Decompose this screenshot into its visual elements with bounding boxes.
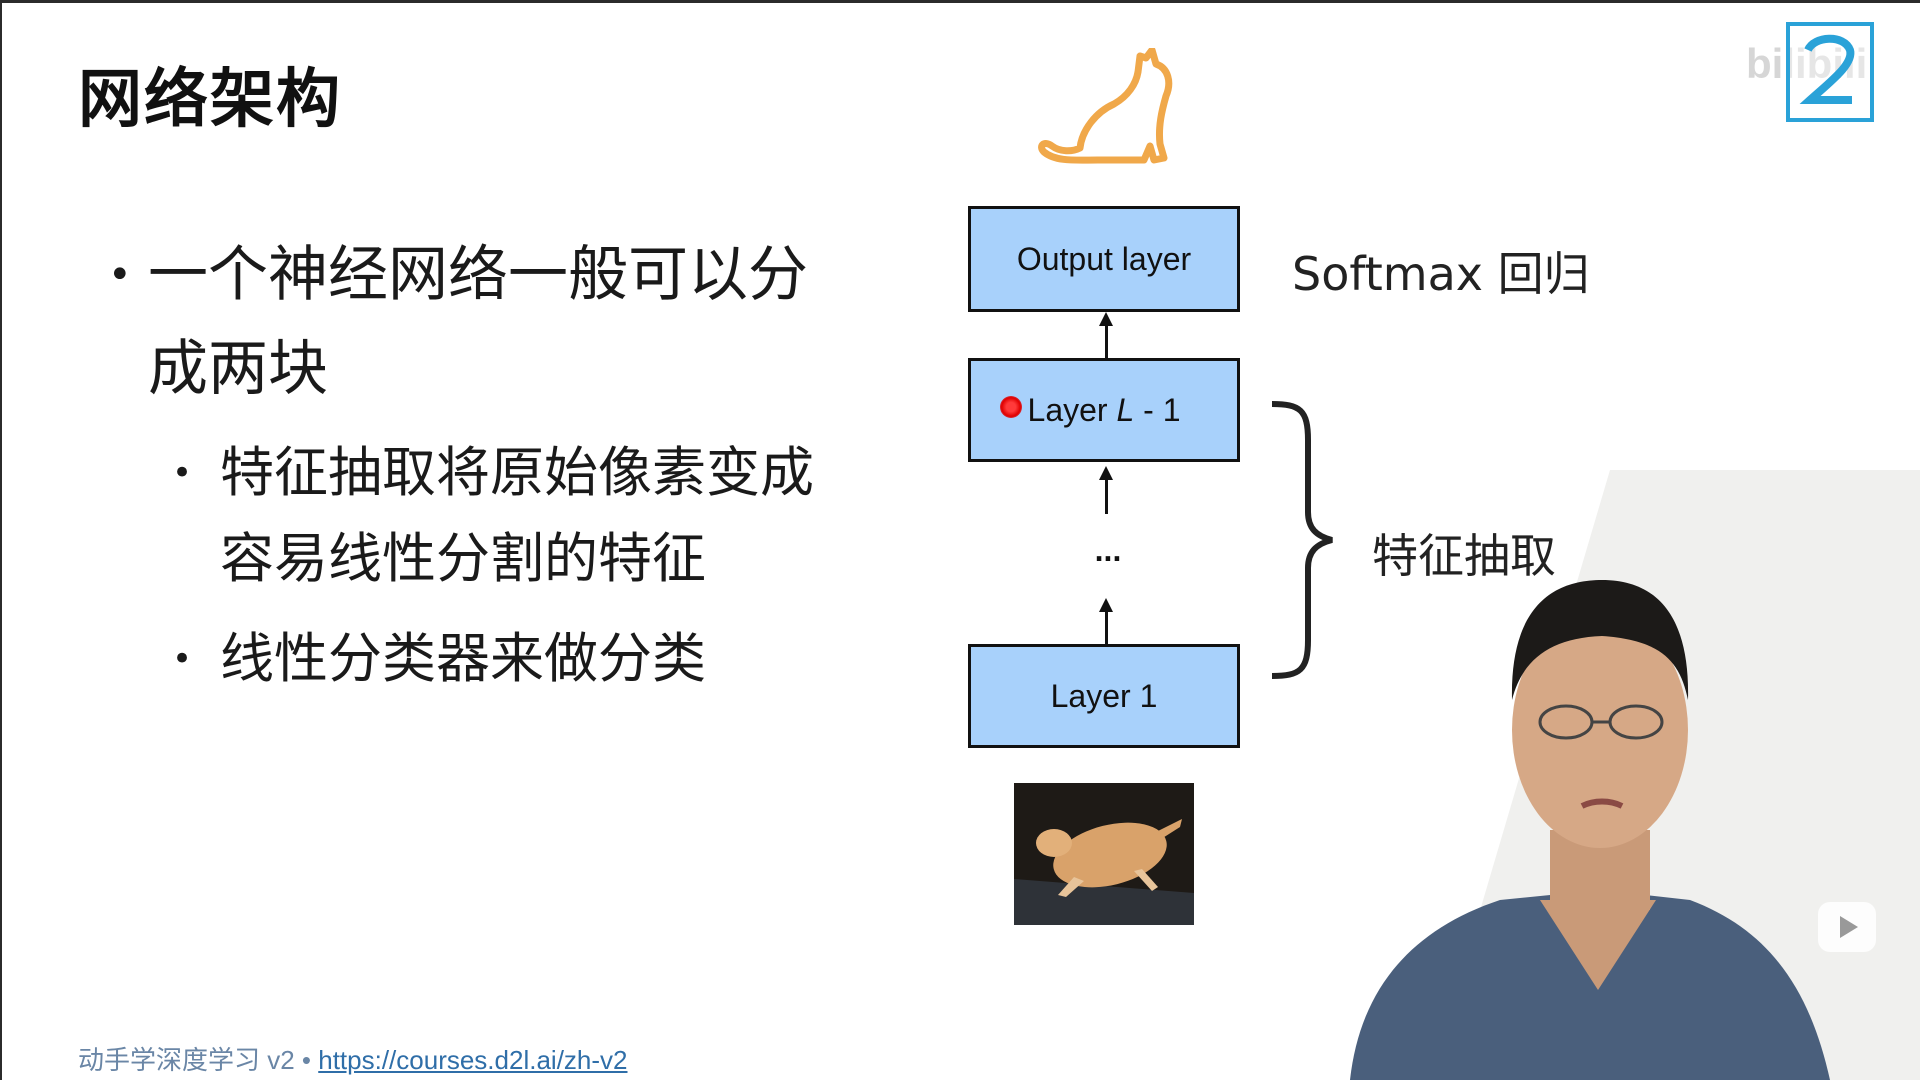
layer-l-minus-1-label: Layer L - 1 bbox=[1027, 391, 1181, 428]
frame-border-left bbox=[0, 0, 2, 1080]
bullet-level2: • 线性分类器来做分类 bbox=[168, 616, 820, 702]
feature-extraction-label: 特征抽取 bbox=[1372, 529, 1556, 583]
arrow-up-icon bbox=[1099, 598, 1113, 612]
arrow-up-icon bbox=[1099, 312, 1113, 326]
bullet-level2: • 特征抽取将原始像素变成容易线性分割的特征 bbox=[168, 430, 820, 602]
play-glyph-icon bbox=[1840, 916, 1858, 938]
presenter-image bbox=[1350, 470, 1920, 1080]
slide-title: 网络架构 bbox=[78, 63, 342, 137]
cat-photo-image bbox=[1014, 783, 1194, 925]
bullet-dot-icon: • bbox=[108, 252, 132, 298]
cat-outline-icon bbox=[1038, 48, 1173, 164]
bullet-dot-icon: • bbox=[172, 453, 193, 493]
softmax-label: Softmax 回归 bbox=[1292, 247, 1590, 301]
bullet-dot-icon: • bbox=[172, 639, 193, 679]
layers-ellipsis: ... bbox=[1094, 532, 1122, 568]
footer-link[interactable]: https://courses.d2l.ai/zh-v2 bbox=[318, 1045, 628, 1075]
bullet-list: • 一个神经网络一般可以分成两块 • 特征抽取将原始像素变成容易线性分割的特征 … bbox=[100, 228, 820, 702]
layer-1-label: Layer 1 bbox=[1050, 677, 1158, 714]
frame-border-top bbox=[0, 0, 1920, 3]
bilibili-logo-glyph bbox=[1799, 34, 1855, 104]
footer-course: 动手学深度学习 v2 • bbox=[78, 1045, 319, 1075]
output-layer-label: Output layer bbox=[1016, 240, 1192, 277]
arrow-line bbox=[1105, 610, 1108, 644]
laser-pointer bbox=[1000, 396, 1022, 418]
input-cat-photo bbox=[1014, 783, 1194, 925]
output-layer-box: Output layer bbox=[968, 206, 1240, 312]
arrow-line bbox=[1105, 324, 1108, 358]
bilibili-logo-icon bbox=[1786, 22, 1874, 122]
bullet-text: 特征抽取将原始像素变成容易线性分割的特征 bbox=[220, 441, 814, 590]
footer: 动手学深度学习 v2 • https://courses.d2l.ai/zh-v… bbox=[78, 1040, 628, 1077]
bullet-text: 线性分类器来做分类 bbox=[220, 627, 706, 690]
layer-1-box: Layer 1 bbox=[968, 644, 1240, 748]
right-brace-icon bbox=[1271, 401, 1333, 679]
play-icon[interactable] bbox=[1818, 902, 1876, 952]
bullet-text: 一个神经网络一般可以分成两块 bbox=[148, 240, 808, 404]
arrow-line bbox=[1105, 478, 1108, 514]
bullet-level1: • 一个神经网络一般可以分成两块 bbox=[100, 228, 820, 416]
arrow-up-icon bbox=[1099, 466, 1113, 480]
presenter-video bbox=[1170, 470, 1920, 1080]
